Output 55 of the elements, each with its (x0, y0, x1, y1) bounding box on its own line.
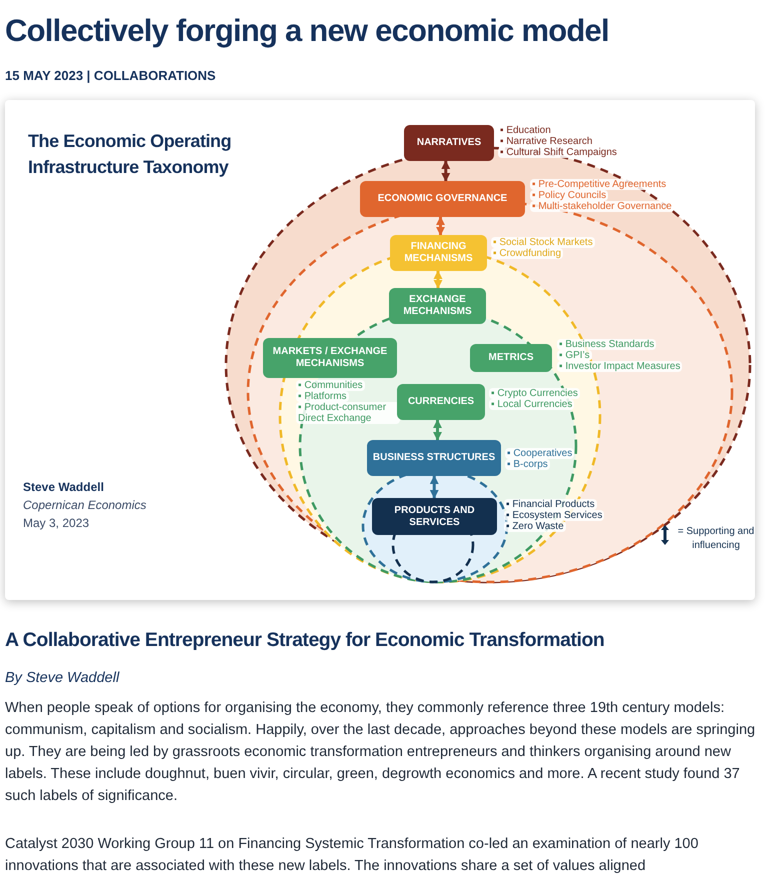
bullet-item: ▪ Platforms (296, 391, 349, 402)
category-box (390, 235, 487, 271)
box-label: PRODUCTS AND SERVICES (393, 504, 476, 528)
box-label: BUSINESS STRUCTURES (372, 452, 496, 464)
category-box (372, 498, 497, 535)
infographic-title: The Economic Operating Infrastructure Taxonomy (28, 130, 232, 179)
category-box (389, 288, 486, 324)
bullet-item: ▪ Business Standards (557, 339, 656, 350)
box-label: EXCHANGE MECHANISMS (402, 294, 473, 318)
bullet-item: ▪ Policy Councils (530, 190, 608, 201)
bullet-item: ▪ Narrative Research (498, 136, 594, 147)
category-box (397, 384, 485, 420)
category-box (367, 440, 501, 476)
bullet-item: ▪ Education (498, 125, 553, 136)
box-label: METRICS (488, 352, 534, 364)
bullet-item: ▪ Local Currencies (489, 399, 574, 410)
bullet-item: ▪ Cooperatives (505, 448, 574, 459)
bullet-item: ▪ Social Stock Markets (491, 237, 595, 248)
bullet-item: ▪ GPI’s (557, 350, 592, 361)
bullet-item: ▪ Multi-stakeholder Governance (530, 201, 674, 212)
bullet-item: ▪ Investor Impact Measures (557, 361, 682, 372)
double-arrow (430, 475, 439, 499)
box-label: ECONOMIC GOVERNANCE (376, 193, 508, 205)
category-box (360, 181, 525, 217)
date-text: May 3, 2023 (23, 515, 90, 532)
bullet-item: ▪ Cultural Shift Campaigns (498, 147, 619, 158)
double-arrow (433, 419, 442, 441)
box-label: FINANCING MECHANISMS (403, 241, 474, 265)
article-heading: A Collaborative Entrepreneur Strategy for Economic Transformation (5, 628, 604, 653)
bullet-item: ▪ Pre-Competitive Agreements (530, 179, 668, 190)
bullet-item: ▪ Crypto Currencies (489, 388, 580, 399)
double-arrow (436, 216, 445, 236)
bullet-item: ▪ B-corps (505, 459, 550, 470)
box-label: MARKETS / EXCHANGE MECHANISMS (272, 346, 388, 370)
bullet-item: ▪ Financial Products (504, 499, 597, 510)
paragraph: When people speak of options for organising the economy, they commonly reference three 19th century models: communism, capitalism and socialism. Happily, over the last decade, approaches beyond these models are springing up. They are being led by grassroots economic transformation entrepreneurs and thinkers organising around new labels. These include doughnut, buen vivir, circular, green, degrowth economics and more. A recent study found 37 such labels of significance. (5, 699, 756, 806)
category-box (470, 344, 552, 372)
bullet-item: ▪ Crowdfunding (491, 248, 564, 259)
bullet-item: ▪ Zero Waste (504, 521, 566, 532)
double-arrow (441, 160, 450, 182)
legend-text: = Supporting and influencing (676, 525, 756, 553)
page-heading: Collectively forging a new economic model (5, 12, 609, 50)
byline: By Steve Waddell (5, 669, 120, 688)
category-box (263, 338, 397, 378)
box-label: NARRATIVES (416, 137, 482, 149)
publication-name: Copernican Economics (23, 497, 146, 514)
category-box (404, 125, 494, 161)
bullet-item: ▪ Ecosystem Services (504, 510, 604, 521)
bullet-item: ▪ Product-consumer Direct Exchange (296, 402, 400, 424)
author-name: Steve Waddell (23, 479, 104, 496)
double-arrow (434, 270, 442, 289)
date-category: 15 MAY 2023 | COLLABORATIONS (5, 67, 216, 85)
paragraph: Catalyst 2030 Working Group 11 on Financing Systemic Transformation co-led an examination of nearly 100 innovations that are associated with these new labels. The innovations share a set of values aligned (5, 835, 700, 876)
box-label: CURRENCIES (406, 396, 476, 408)
bullet-item: ▪ Communities (296, 380, 365, 391)
